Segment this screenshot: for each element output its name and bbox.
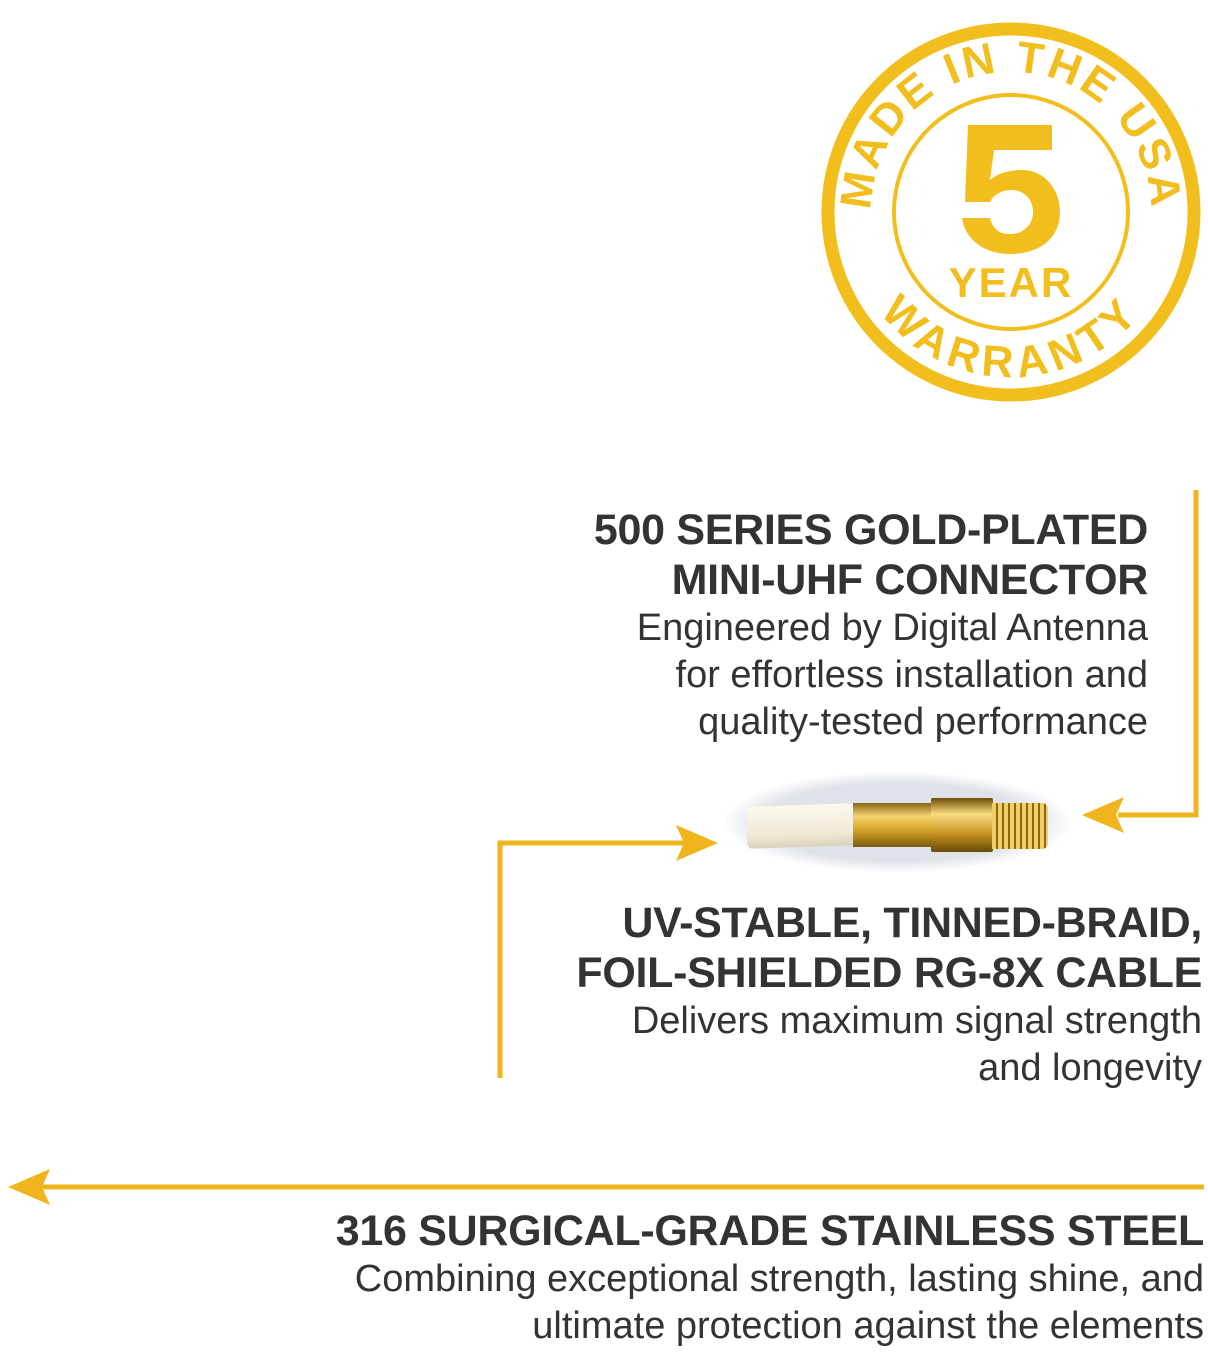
badge-number-five-glyph xyxy=(962,125,1060,254)
feature-description: for effortless installation and xyxy=(675,654,1148,696)
badge: MADE IN THE USA WARRANTY YEAR xyxy=(821,22,1201,402)
feature-cable: UV-STABLE, TINNED-BRAID, FOIL-SHIELDED R… xyxy=(576,898,1202,1092)
feature-description: quality-tested performance xyxy=(698,701,1148,743)
feature-title: MINI-UHF CONNECTOR xyxy=(671,556,1149,604)
cable-callout-line xyxy=(497,840,688,1078)
arrowhead-left-icon xyxy=(8,1169,50,1205)
arrowhead-right-icon xyxy=(676,825,718,861)
feature-title: 500 SERIES GOLD-PLATED xyxy=(593,506,1148,554)
feature-connector: 500 SERIES GOLD-PLATED MINI-UHF CONNECTO… xyxy=(594,505,1148,746)
feature-steel: 316 SURGICAL-GRADE STAINLESS STEEL Combi… xyxy=(335,1206,1205,1350)
feature-description: ultimate protection against the elements xyxy=(532,1305,1204,1347)
feature-title: UV-STABLE, TINNED-BRAID, xyxy=(622,899,1202,947)
feature-description: and longevity xyxy=(978,1047,1202,1089)
arrowhead-left-icon xyxy=(1082,797,1124,833)
feature-title: FOIL-SHIELDED RG-8X CABLE xyxy=(576,949,1202,997)
feature-description: Combining exceptional strength, lasting … xyxy=(354,1258,1204,1300)
feature-description: Delivers maximum signal strength xyxy=(631,1000,1202,1042)
feature-title: 316 SURGICAL-GRADE STAINLESS STEEL xyxy=(335,1207,1205,1255)
feature-description: Engineered by Digital Antenna xyxy=(636,607,1148,649)
badge-unit: YEAR xyxy=(949,259,1074,306)
connector-callout-line xyxy=(1118,490,1199,818)
